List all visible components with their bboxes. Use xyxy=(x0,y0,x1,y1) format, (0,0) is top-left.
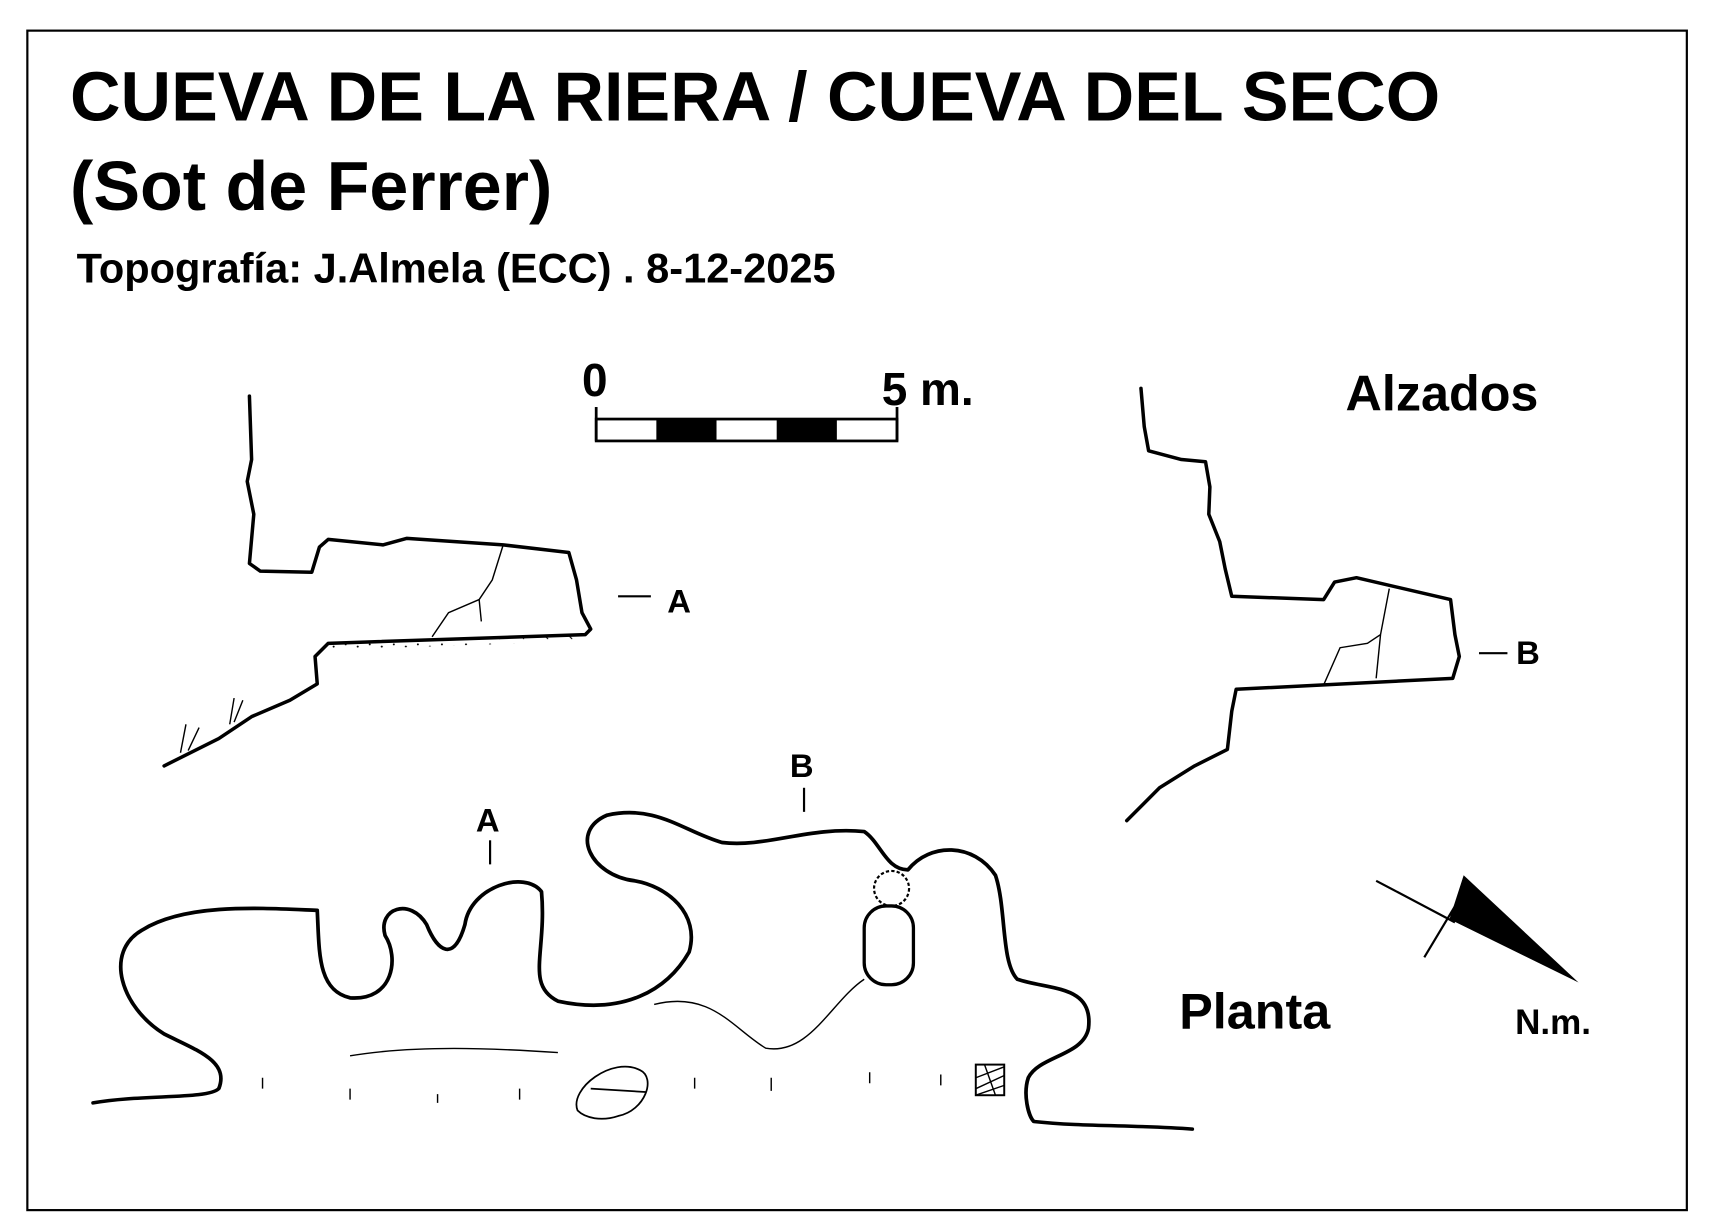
survey-credit: Topografía: J.Almela (ECC) . 8-12-2025 xyxy=(77,244,836,291)
scale-end-label: 5 m. xyxy=(882,363,974,415)
section-b-label: B xyxy=(1516,634,1540,671)
map-title: CUEVA DE LA RIERA / CUEVA DEL SECO xyxy=(70,57,1440,135)
sections-heading: Alzados xyxy=(1346,364,1539,421)
map-subtitle: (Sot de Ferrer) xyxy=(70,147,552,225)
section-b-profile: B xyxy=(1124,386,1540,823)
section-a-label: A xyxy=(667,583,691,620)
plan-heading: Planta xyxy=(1179,982,1331,1039)
section-a-profile: A xyxy=(162,394,691,768)
scale-start-label: 0 xyxy=(582,354,608,406)
plan-marker-b: B xyxy=(790,747,814,784)
north-label: N.m. xyxy=(1515,1003,1591,1042)
scale-bar: 0 5 m. xyxy=(582,354,974,443)
north-arrow-icon: N.m. xyxy=(1375,875,1591,1042)
cave-plan: B A xyxy=(91,747,1195,1131)
plan-marker-a: A xyxy=(476,802,500,839)
